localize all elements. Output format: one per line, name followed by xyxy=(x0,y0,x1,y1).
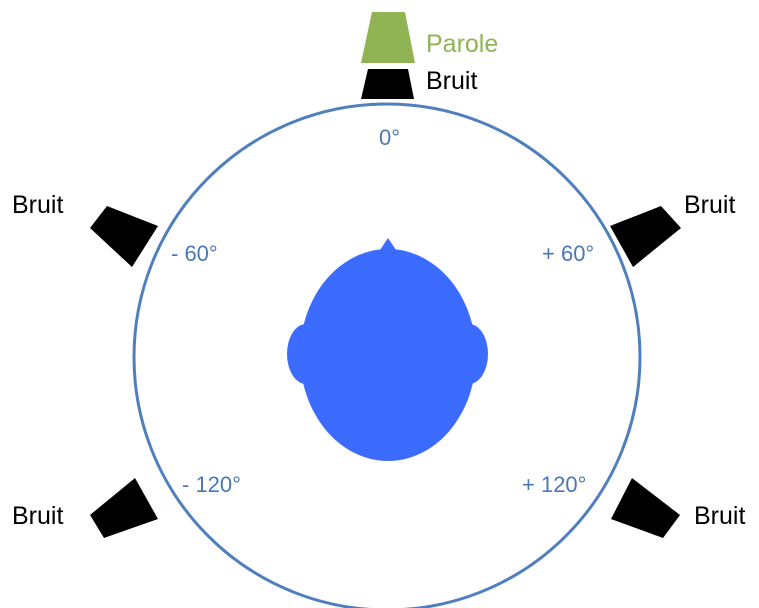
noise-speaker-plus60-icon xyxy=(610,206,681,267)
noise-label-minus120: Bruit xyxy=(12,502,63,530)
noise-label-0: Bruit xyxy=(426,67,477,95)
noise-speaker-plus120-icon xyxy=(611,478,680,538)
noise-speaker-minus120-icon xyxy=(90,478,158,538)
noise-label-plus60: Bruit xyxy=(684,191,735,219)
speech-speaker-icon xyxy=(361,12,415,63)
angle-label-0: 0° xyxy=(379,125,400,150)
head-icon xyxy=(287,238,488,461)
angle-label-plus120: + 120° xyxy=(522,472,586,497)
head-skull xyxy=(300,249,476,461)
angle-label-minus60: - 60° xyxy=(171,241,218,266)
angle-label-plus60: + 60° xyxy=(542,241,594,266)
speech-label: Parole xyxy=(426,30,498,58)
noise-speaker-0-icon xyxy=(361,69,414,99)
head-nose xyxy=(380,238,396,250)
noise-label-minus60: Bruit xyxy=(12,191,63,219)
angle-label-minus120: - 120° xyxy=(182,472,241,497)
listening-circle xyxy=(132,102,642,608)
noise-speaker-minus60-icon xyxy=(90,206,158,267)
noise-label-plus120: Bruit xyxy=(694,502,745,530)
